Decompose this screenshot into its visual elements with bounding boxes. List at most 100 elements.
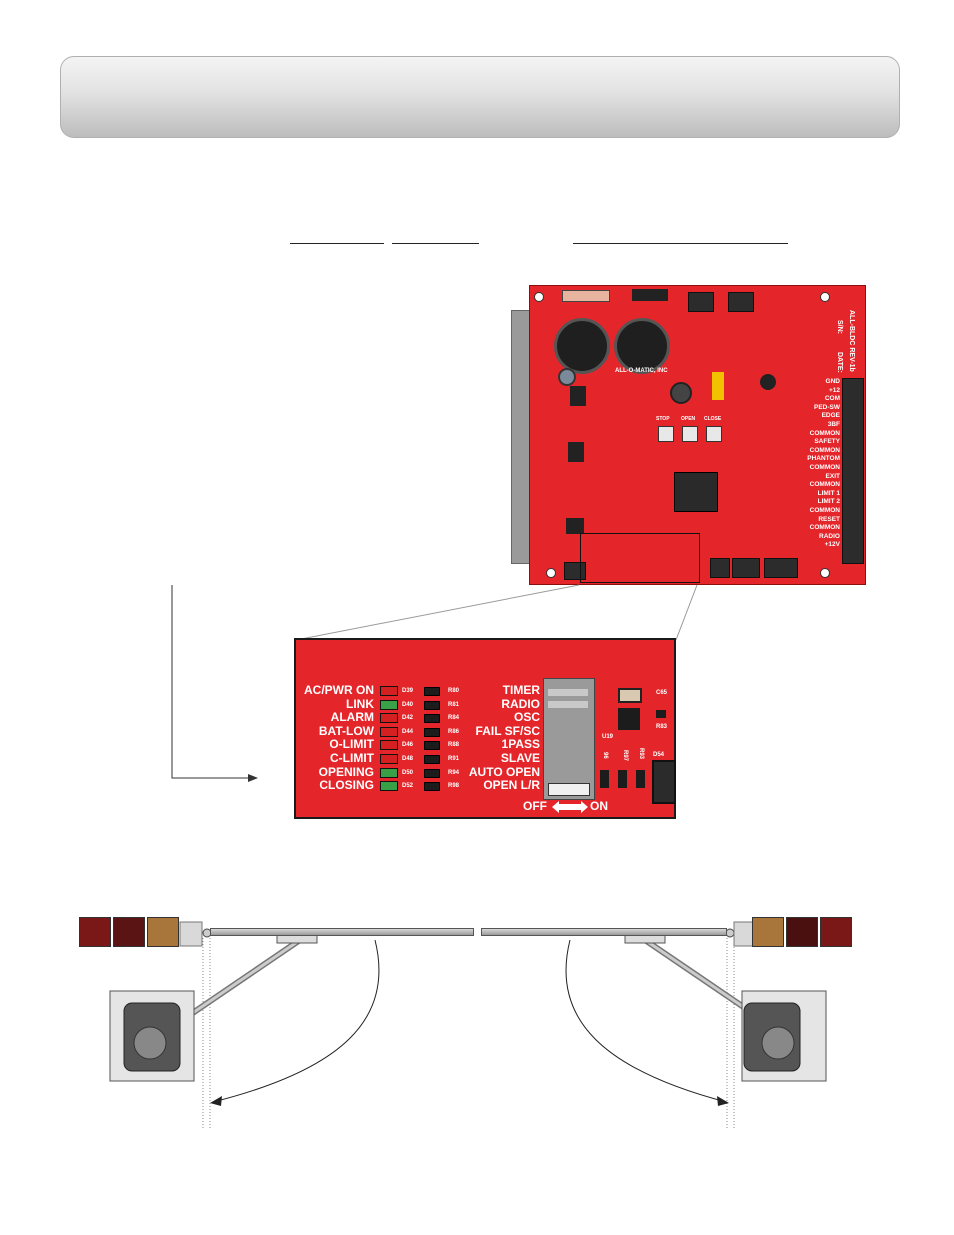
terminal-label: EDGE <box>821 412 840 420</box>
terminal-label: COM <box>824 395 840 403</box>
mount-hole <box>534 292 544 302</box>
resistor <box>424 755 440 764</box>
led-label: LINK <box>346 696 374 711</box>
status-led <box>380 699 398 710</box>
led-id: D50 <box>402 769 414 776</box>
terminal-label: LIMIT 1 <box>817 489 840 497</box>
led-id: D52 <box>402 783 414 790</box>
terminal-label: SAFETY <box>814 438 840 446</box>
status-led <box>380 754 398 764</box>
terminal-label: EXIT <box>825 472 840 480</box>
brick-right-3 <box>820 917 852 947</box>
r97-label: R97 <box>622 750 628 762</box>
resistor <box>424 782 440 792</box>
resistor-id: R98 <box>448 783 460 790</box>
board-date: DATE: <box>836 352 843 373</box>
ic-1 <box>570 386 586 406</box>
capacitor-1 <box>554 318 610 374</box>
off-label: OFF <box>523 799 547 813</box>
status-led <box>380 686 398 696</box>
status-led <box>380 740 398 751</box>
resistor-id: R88 <box>448 742 460 749</box>
brick-right-2 <box>786 917 818 947</box>
blank-line-2 <box>392 243 479 244</box>
board-sn: S/N: <box>836 320 843 334</box>
dip-switch-label: SLAVE <box>500 751 540 765</box>
terminal-label: PHANTOM <box>807 455 840 463</box>
dip-switch-label: RADIO <box>501 696 540 711</box>
terminal-label: GND <box>825 378 840 385</box>
dip-switch-label: AUTO OPEN <box>468 764 540 779</box>
yellow-caps <box>712 372 724 400</box>
dip-slot <box>548 689 588 696</box>
brick-left-3 <box>147 917 179 947</box>
led-label: O-LIMIT <box>329 737 374 752</box>
r93-label: R93 <box>638 748 644 760</box>
blank-line-1 <box>290 243 384 244</box>
fuse <box>562 290 610 302</box>
terminal-label: COMMON <box>809 506 840 514</box>
resistor-id: R80 <box>448 688 460 694</box>
u19-chip <box>618 708 640 730</box>
relay <box>632 289 668 301</box>
resistor-id: R91 <box>448 756 460 762</box>
status-led <box>380 726 398 737</box>
btn-label-stop: STOP <box>656 416 670 422</box>
resistor <box>424 768 440 778</box>
r83-component <box>656 710 666 718</box>
off-on-arrow-icon <box>552 801 588 813</box>
stop-button <box>658 426 674 442</box>
capacitor-2 <box>614 318 670 374</box>
btn-label-open: OPEN <box>681 416 696 422</box>
open-button <box>682 426 698 442</box>
led-id: D48 <box>402 756 414 762</box>
gate-plan-diagram <box>109 921 827 1128</box>
terminal-label: COMMON <box>809 524 840 532</box>
resistor-id: R84 <box>448 715 460 722</box>
connector-b1 <box>710 558 730 578</box>
microcontroller <box>674 472 718 512</box>
blank-line-3 <box>573 243 788 244</box>
ic-3 <box>566 518 584 534</box>
inductor <box>670 382 692 404</box>
close-button <box>706 426 722 442</box>
right-gate-leaf <box>481 928 727 936</box>
board-brand: ALL-O-MATIC, INC <box>615 368 668 374</box>
resistor-id: R81 <box>448 701 460 708</box>
terminal-label: COMMON <box>809 429 840 437</box>
terminal-labels: GND +12 COM PED-SW EDGE 3BF COMMON SAFET… <box>798 378 840 550</box>
dip-switch-label: TIMER <box>502 683 540 697</box>
terminal-label: COMMON <box>809 481 840 489</box>
status-led <box>380 781 398 792</box>
terminal-label: COMMON <box>809 446 840 454</box>
d54-component <box>652 760 676 804</box>
led-id: D42 <box>402 715 414 722</box>
u19-label: U19 <box>602 734 614 740</box>
resistor <box>424 714 440 724</box>
led-label: OPENING <box>318 764 374 779</box>
on-label: ON <box>590 799 608 813</box>
resistor <box>424 687 440 696</box>
led-label: CLOSING <box>319 778 374 793</box>
terminal-label: LIMIT 2 <box>817 498 840 506</box>
line-connector <box>728 292 754 312</box>
control-board: STOP OPEN CLOSE ALL-O-MATIC, INC ALL-BLD… <box>529 285 866 585</box>
left-gate-leaf <box>210 928 474 936</box>
led-label: C-LIMIT <box>330 751 374 765</box>
dip-switch-label: FAIL SF/SC <box>475 723 540 738</box>
terminal-label: RESET <box>818 515 840 523</box>
led-id: D39 <box>402 688 414 694</box>
led-region-highlight <box>580 533 700 583</box>
inductor-2 <box>760 374 776 390</box>
resistor-id: R94 <box>448 769 460 776</box>
c65-label: C65 <box>656 690 668 696</box>
mount-hole <box>820 292 830 302</box>
r97-component <box>618 770 627 788</box>
brick-right-1 <box>752 917 784 947</box>
connector-b3 <box>764 558 798 578</box>
status-led <box>380 713 398 724</box>
led-label: ALARM <box>330 710 374 725</box>
resistor <box>424 727 440 737</box>
capacitor-small <box>558 368 576 386</box>
